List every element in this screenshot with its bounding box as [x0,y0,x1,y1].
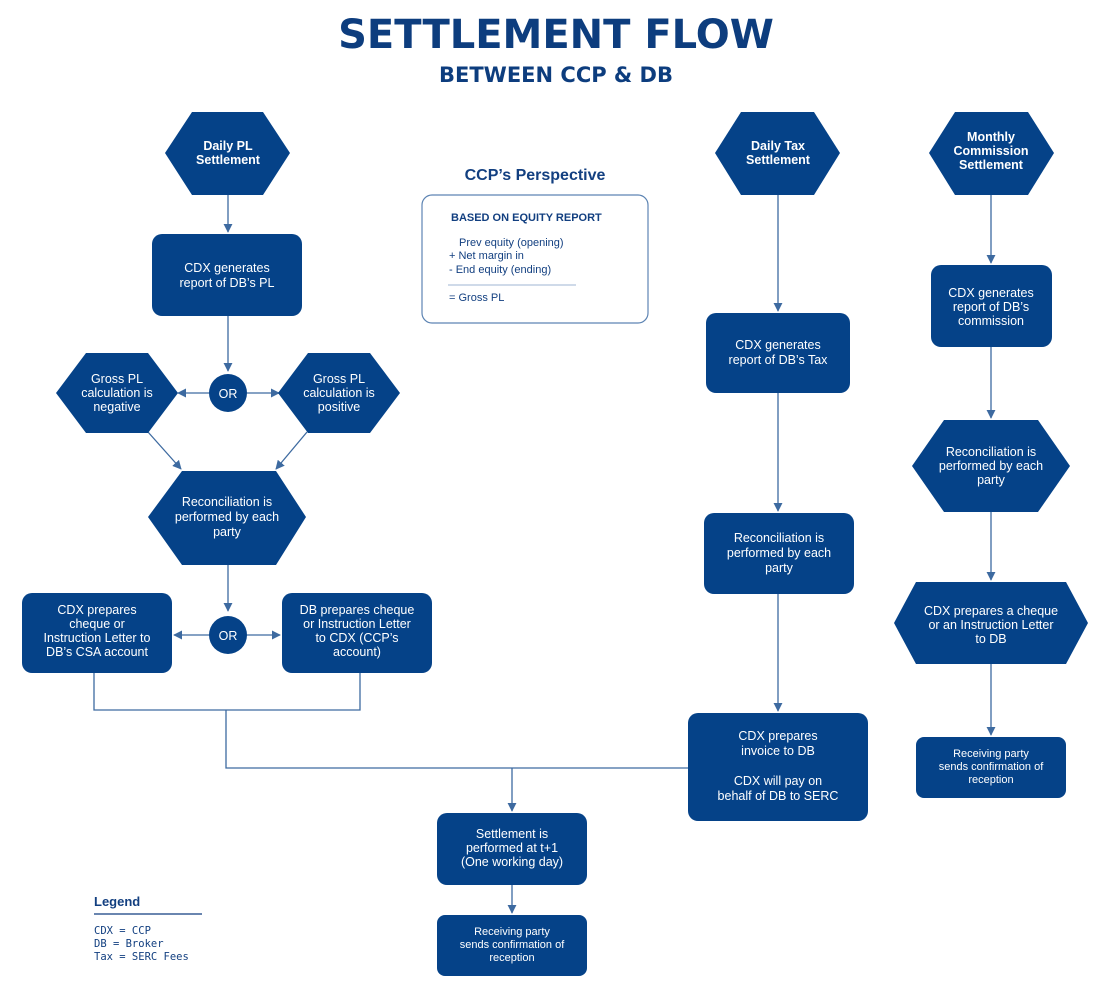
node-label-line: party [213,525,242,539]
daily-tax-settlement-node: Daily Tax Settlement [715,112,840,195]
node-label-line: behalf of DB to SERC [718,789,839,803]
node-label-line: CDX prepares [738,729,817,743]
daily-pl-settlement-node: Daily PL Settlement [165,112,290,195]
node-label-line: CDX prepares [57,603,136,617]
node-label-line: Reconciliation is [182,495,272,509]
legend: Legend CDX = CCP DB = Broker Tax = SERC … [94,894,202,963]
connector-cheque-merge [93,673,361,711]
db-cheque-node: DB prepares cheque or Instruction Letter… [282,593,432,673]
node-label-line: Receiving party [953,748,1029,760]
legend-item: CDX = CCP [94,925,151,937]
node-label-line: report of DB’s PL [180,276,275,290]
connector-negative-to-reconciliation [147,431,182,470]
perspective-line: + Net margin in [449,250,524,262]
node-label-line: performed by each [175,510,279,524]
legend-item: Tax = SERC Fees [94,951,189,963]
or-node-2: OR [209,616,247,654]
connector-positive-to-reconciliation [275,431,308,470]
or-node-1: OR [209,374,247,412]
legend-title: Legend [94,894,140,909]
node-label-line: report of DB’s [953,300,1029,314]
or-label: OR [219,387,238,401]
node-label-line: party [765,561,794,575]
tax-report-node: CDX generates report of DB’s Tax [706,313,850,393]
node-label-line: negative [93,400,140,414]
node-label-line: account) [333,645,381,659]
node-label-line: or Instruction Letter [303,617,411,631]
tax-reconciliation-node: Reconciliation is performed by each part… [704,513,854,594]
cdx-cheque-node: CDX prepares cheque or Instruction Lette… [22,593,172,673]
commission-cheque-node: CDX prepares a cheque or an Instruction … [894,582,1088,664]
node-label-line: positive [318,400,360,414]
node-label-line: party [977,473,1006,487]
diagram-subtitle: BETWEEN CCP & DB [439,63,673,87]
node-label-line: Daily Tax [751,139,805,153]
node-label-line: DB’s CSA account [46,645,148,659]
node-label-line: (One working day) [461,855,563,869]
node-label-line: reception [489,952,534,964]
node-label-line: to DB [975,632,1006,646]
node-label-line: Monthly [967,130,1015,144]
node-label-line: CDX will pay on [734,774,822,788]
node-label-line: cheque or [69,617,125,631]
node-label-line: sends confirmation of [939,761,1044,773]
node-label-line: CDX prepares a cheque [924,604,1058,618]
node-label-line: CDX generates [184,261,269,275]
legend-item: DB = Broker [94,938,164,950]
node-label-line: performed by each [939,459,1043,473]
node-label-line: Instruction Letter to [43,631,150,645]
node-label-line: invoice to DB [741,744,815,758]
ccp-perspective-panel: CCP’s Perspective BASED ON EQUITY REPORT… [421,167,649,324]
node-label-line: calculation is [81,386,153,400]
settlement-t1-node: Settlement is performed at t+1 (One work… [437,813,587,885]
node-label-line: Reconciliation is [734,531,824,545]
node-label-line: CDX generates [735,338,820,352]
node-label-line: report of DB’s Tax [729,353,829,367]
node-label-line: DB prepares cheque [300,603,415,617]
node-label-line: Receiving party [474,926,550,938]
node-label-line: Reconciliation is [946,445,1036,459]
node-label-line: sends confirmation of [460,939,565,951]
receiving-commission-node: Receiving party sends confirmation of re… [916,737,1066,798]
node-label-line: Settlement [746,153,811,167]
perspective-line: - End equity (ending) [449,264,551,276]
or-label: OR [219,629,238,643]
gross-positive-node: Gross PL calculation is positive [278,353,400,433]
node-label-line: CDX generates [948,286,1033,300]
node-label-line: reception [968,774,1013,786]
receiving-main-node: Receiving party sends confirmation of re… [437,915,587,976]
tax-invoice-node: CDX prepares invoice to DB CDX will pay … [688,713,868,821]
perspective-line: Prev equity (opening) [459,237,564,249]
commission-report-node: CDX generates report of DB’s commission [931,265,1052,347]
node-label-line: commission [958,314,1024,328]
commission-reconciliation-node: Reconciliation is performed by each part… [912,420,1070,512]
node-label-line: or an Instruction Letter [928,618,1053,632]
node-label-line: Gross PL [313,372,365,386]
pl-reconciliation-node: Reconciliation is performed by each part… [148,471,306,565]
connector-merge-to-settlement [225,710,688,769]
node-label-line: Settlement [959,158,1024,172]
node-label-line: calculation is [303,386,375,400]
node-label-line: Settlement [196,153,261,167]
node-label-line: performed at t+1 [466,841,558,855]
node-label-line: Daily PL [203,139,253,153]
node-label-line: Settlement is [476,827,548,841]
node-label-line: performed by each [727,546,831,560]
perspective-result: = Gross PL [449,292,504,304]
connectors [93,195,996,914]
pl-report-node: CDX generates report of DB’s PL [152,234,302,316]
node-label-line: Commission [953,144,1028,158]
monthly-commission-node: Monthly Commission Settlement [929,112,1054,195]
diagram-title: SETTLEMENT FLOW [338,12,774,58]
node-label-line: Gross PL [91,372,143,386]
perspective-heading: BASED ON EQUITY REPORT [451,212,602,224]
perspective-title: CCP’s Perspective [465,167,606,184]
node-label-line: to CDX (CCP’s [315,631,398,645]
gross-negative-node: Gross PL calculation is negative [56,353,178,433]
